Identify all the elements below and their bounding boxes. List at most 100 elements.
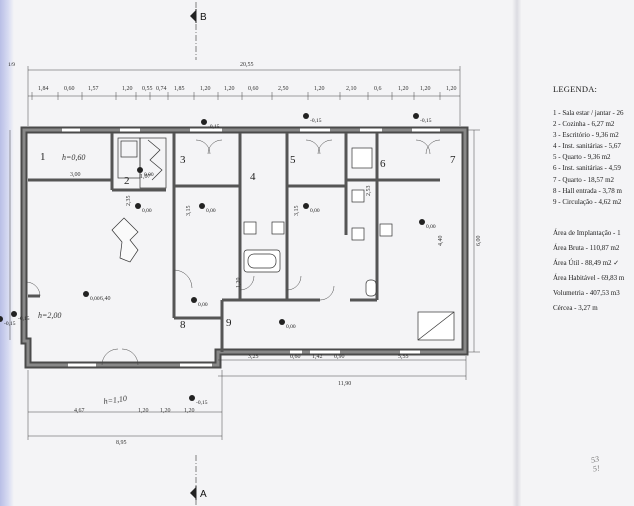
level-marker-value: -0,15 — [208, 124, 220, 130]
level-marker-symbol — [303, 203, 309, 209]
bottom-dimension-labels: 3,25 0,60 1,42 0,90 5,55 11,90 4,67 1,20 1,20 1,2… — [74, 354, 409, 446]
room-number: 1 — [40, 151, 46, 163]
level-marker-value: 0,00 — [286, 324, 296, 330]
inner-dimension: 6,40 — [100, 296, 111, 302]
bottom-left-dim-segment: 1,20 — [138, 408, 149, 414]
exterior-walls — [20, 126, 469, 369]
handnote-room1-top: h=0,60 — [62, 153, 85, 162]
inner-dimension: 3,15 — [294, 206, 300, 217]
inner-dimension: 4,40 — [438, 236, 444, 247]
room-number: 9 — [226, 317, 232, 329]
bottom-right-dim-segment: 0,60 — [290, 354, 301, 360]
bottom-left-dim-segment: 1,20 — [160, 408, 171, 414]
section-marker-bottom: A — [190, 455, 207, 506]
top-dim-segment: 1,85 — [174, 86, 185, 92]
bottom-right-dim-segment: 1,42 — [312, 354, 323, 360]
level-marker-value: 0,00 — [144, 172, 154, 178]
level-marker-value: 0,00 — [142, 208, 152, 214]
overall-width-dim: 20,55 — [240, 62, 254, 68]
legend-item: 5 - Quarto - 9,36 m2 — [553, 153, 611, 162]
windows-bottom — [68, 350, 420, 367]
inner-dimension: 1,20 — [236, 278, 242, 289]
inner-dimension: 2,35 — [126, 196, 132, 207]
interior-walls — [28, 133, 440, 352]
level-marker-value: -0,15 — [196, 400, 208, 406]
room-number: 8 — [180, 319, 186, 331]
legend-item: 8 - Hall entrada - 3,78 m — [553, 186, 623, 195]
top-dim-segment: 1,20 — [200, 86, 211, 92]
handnote-room1-left: h=2,00 — [38, 311, 61, 320]
bottom-right-dim-total: 11,90 — [338, 381, 351, 387]
area-summary: Área de Implantação - 1 Área Bruta - 110,… — [553, 226, 634, 316]
right-vertical-dimension — [468, 129, 480, 353]
top-dim-segment: 1,20 — [398, 86, 409, 92]
top-dim-segment: 1,20 — [446, 86, 457, 92]
area-item: Área Bruta - 110,87 m2 — [553, 243, 620, 252]
level-marker-value: 0,00 — [90, 296, 100, 302]
area-item: Volumetria - 407,53 m3 — [553, 288, 620, 297]
bottom-left-dim-segment: 4,67 — [74, 408, 85, 414]
section-label-top: B — [200, 12, 207, 23]
room-number: 5 — [290, 154, 296, 166]
inner-dimension: 1,07 — [140, 174, 151, 180]
top-dim-segment: 0,55 — [142, 86, 153, 92]
bathroom-fixtures — [243, 147, 455, 341]
top-dim-segment: 2,50 — [278, 86, 289, 92]
door-swings — [25, 139, 441, 366]
top-dim-segment: 1,57 — [88, 86, 99, 92]
scale-mark: 1/9 — [8, 62, 15, 68]
inner-dimension: 2,53 — [366, 186, 372, 197]
top-dim-segment: 2,10 — [346, 86, 357, 92]
room-number: 3 — [180, 154, 186, 166]
top-dim-segment: 0,6 — [374, 86, 382, 92]
kitchen-fixtures — [111, 137, 167, 263]
bottom-right-dim-segment: 0,90 — [334, 354, 345, 360]
area-item: Área de Implantação - 1 — [553, 228, 621, 237]
level-marker-value: 0,00 — [426, 224, 436, 230]
level-marker-symbol — [135, 203, 141, 209]
bottom-right-dim-segment: 3,25 — [248, 354, 259, 360]
handnote-entry: h=1,10 — [103, 394, 127, 406]
room-number: 2 — [124, 175, 130, 187]
room-number: 6 — [380, 158, 386, 170]
level-marker-symbol — [199, 203, 205, 209]
level-marker-symbol — [0, 316, 3, 322]
top-dim-segment: 1,20 — [420, 86, 431, 92]
section-label-bottom: A — [200, 489, 207, 500]
legend-item: 7 - Quarto - 18,57 m2 — [553, 175, 615, 184]
room-number: 4 — [250, 171, 256, 183]
legend-item: 6 - Inst. sanitárias - 4,59 — [553, 164, 621, 173]
scribble-line-2: 5! — [592, 463, 601, 474]
level-marker-symbol — [419, 219, 425, 225]
top-dim-segment: 0,74 — [156, 86, 167, 92]
top-dim-segment: 0,60 — [64, 86, 75, 92]
top-dim-segment: 1,84 — [38, 86, 49, 92]
legend-item: 4 - Inst. sanitárias - 5,67 — [553, 142, 621, 151]
legend-item: 3 - Escritório - 9,36 m2 — [553, 131, 619, 140]
level-marker-value: 0,00 — [198, 302, 208, 308]
level-marker-symbol — [191, 297, 197, 303]
level-marker-symbol — [11, 311, 17, 317]
bottom-right-dim-segment: 5,55 — [398, 354, 409, 360]
top-dim-segment: 0,60 — [248, 86, 259, 92]
top-dim-segment: 1,20 — [122, 86, 133, 92]
level-marker-symbol — [279, 319, 285, 325]
bottom-left-dim-segment: 1,20 — [184, 408, 195, 414]
level-marker-value: 0,00 — [310, 208, 320, 214]
level-marker-symbol — [303, 113, 309, 119]
level-marker-value: -0,15 — [310, 118, 322, 124]
level-marker-symbol — [137, 167, 143, 173]
inner-dimension: 6,00 — [476, 236, 482, 247]
legend-title: LEGENDA: — [553, 84, 598, 94]
level-marker-value: -0,15 — [420, 118, 432, 124]
top-dim-segment: 1,20 — [314, 86, 325, 92]
top-dim-segment: 1,20 — [224, 86, 235, 92]
level-marker-symbol — [201, 119, 207, 125]
section-marker-top: B — [190, 2, 207, 60]
level-marker-symbol — [189, 395, 195, 401]
